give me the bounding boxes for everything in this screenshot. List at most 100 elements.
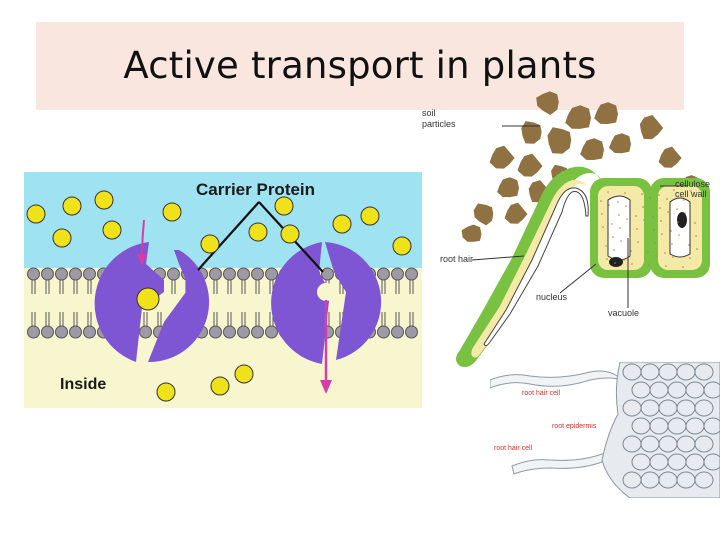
lipid-head — [27, 325, 40, 339]
vacuole-label: vacuole — [608, 308, 639, 318]
lipid-head — [265, 267, 278, 281]
epidermis-cell — [703, 453, 720, 471]
lipid-head — [391, 267, 404, 281]
epidermis-cell — [694, 435, 714, 453]
cell-1-vacuole — [607, 195, 631, 261]
ion — [156, 382, 176, 402]
title-box — [36, 22, 684, 110]
ion — [274, 196, 294, 216]
lipid-head — [377, 267, 390, 281]
root-hair-strand-1 — [490, 370, 623, 389]
carrier-protein-right — [271, 242, 382, 364]
epidermis-cell — [694, 471, 714, 489]
binding-site — [317, 283, 335, 301]
lipid-head — [139, 325, 152, 339]
slide-title: Active transport in plants — [123, 44, 597, 87]
root-hair-cell — [456, 166, 602, 367]
soil-particle — [536, 91, 559, 115]
ion — [360, 206, 380, 226]
root-hair-cell-label-1: root hair cell — [522, 390, 561, 397]
ion — [234, 364, 254, 384]
lipid-head — [69, 267, 82, 281]
lipid-head — [391, 325, 404, 339]
root-micrograph: root hair cell root epidermis root hair … — [490, 362, 720, 498]
ion — [102, 220, 122, 240]
exit-arrowhead — [320, 380, 332, 394]
ion — [332, 214, 352, 234]
soil-particles — [461, 91, 699, 242]
carrier-protein-diagram: Carrier Protein Inside — [24, 172, 422, 408]
ion — [162, 202, 182, 222]
soil-particle — [461, 224, 482, 242]
cell-2-vacuole — [669, 197, 691, 258]
carrier-protein-label: Carrier Protein — [196, 180, 315, 199]
lipid-head — [405, 267, 418, 281]
lipid-head — [41, 325, 54, 339]
nucleus-label: nucleus — [536, 292, 568, 302]
ion — [94, 190, 114, 210]
lipid-head — [237, 325, 250, 339]
epidermis-cell — [694, 363, 714, 381]
inside-label: Inside — [60, 376, 106, 393]
lipid-head — [251, 267, 264, 281]
root-hair-cell-label-2: root hair cell — [494, 445, 533, 452]
root-epidermis-label: root epidermis — [552, 423, 597, 430]
ion — [248, 222, 268, 242]
ion-bound — [136, 287, 160, 311]
lipid-head — [223, 325, 236, 339]
soil-particle — [473, 203, 494, 226]
epidermis-tissue — [601, 362, 720, 498]
lipid-head — [27, 267, 40, 281]
ions — [26, 190, 412, 402]
pointer-line-left — [197, 201, 260, 271]
nucleus-pointer — [559, 263, 597, 294]
soil-particle — [594, 102, 618, 124]
root-hair-pointer — [471, 255, 525, 261]
outside-region — [24, 172, 422, 268]
soil-particle — [639, 115, 664, 140]
soil-particle — [517, 153, 543, 177]
cytoplasm-dots — [599, 187, 698, 268]
entry-arrowhead — [137, 254, 147, 266]
soil-particles-label: soil particles — [422, 108, 456, 129]
lipid-head — [83, 267, 96, 281]
soil-particle — [658, 146, 682, 168]
lipid-head — [251, 325, 264, 339]
epidermis-cell — [703, 417, 720, 435]
root-hair-label: root hair — [440, 254, 473, 264]
lipid-head — [223, 267, 236, 281]
root-hair-diagram: soil particles cellulose cell wall root … — [422, 91, 713, 367]
ion — [62, 196, 82, 216]
soil-particle — [504, 202, 528, 224]
cell-2-nucleus — [677, 212, 687, 228]
lipid-head — [237, 267, 250, 281]
soil-particle — [547, 127, 572, 154]
lipid-head — [41, 267, 54, 281]
cellulose-label: cellulose cell wall — [675, 179, 713, 199]
ion — [52, 228, 72, 248]
epidermis-cells — [622, 363, 720, 489]
epidermis-cell — [694, 399, 714, 417]
soil-particle — [609, 133, 631, 154]
soil-particle — [580, 138, 604, 160]
soil-particle — [521, 121, 542, 144]
carrier-protein-left — [94, 242, 210, 363]
lipid-head — [265, 325, 278, 339]
epidermis-cell — [703, 381, 720, 399]
ion — [26, 204, 46, 224]
lipid-head — [377, 325, 390, 339]
lipid-head — [209, 267, 222, 281]
soil-particle — [489, 145, 515, 169]
lipid-head — [55, 267, 68, 281]
ion — [280, 224, 300, 244]
lipid-head — [83, 325, 96, 339]
soil-particle — [497, 177, 519, 198]
soil-particle — [565, 105, 591, 129]
lipid-head — [405, 325, 418, 339]
lipid-head — [321, 267, 334, 281]
cell-1-nucleus — [609, 257, 623, 267]
lipid-head — [167, 267, 180, 281]
lipid-head — [55, 325, 68, 339]
ion — [210, 376, 230, 396]
ion — [392, 236, 412, 256]
